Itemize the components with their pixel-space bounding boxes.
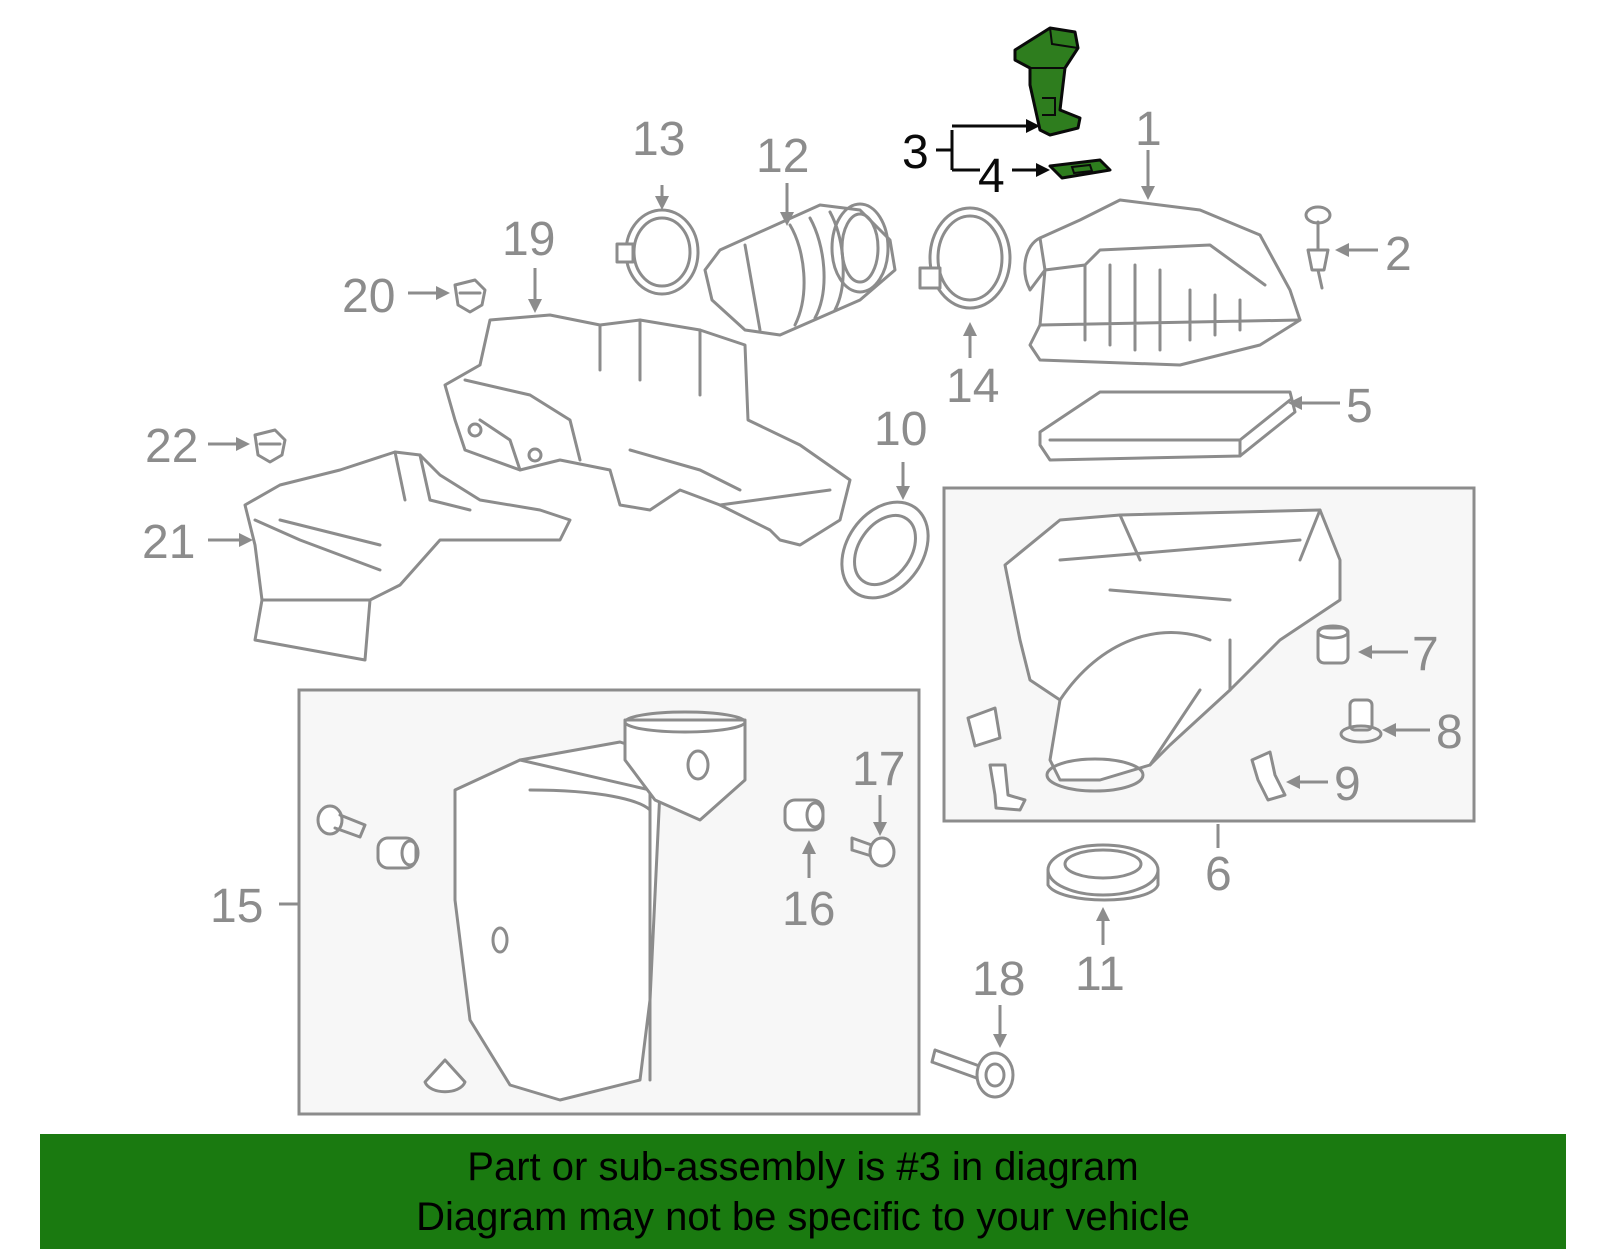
part-2-clip (1304, 205, 1332, 290)
box6-small-clips (966, 706, 1027, 812)
callout-18: 18 (972, 953, 1025, 1006)
part-18-bolt (930, 1048, 1015, 1099)
part-9-clip (1250, 750, 1287, 802)
part-21-resonator (243, 450, 572, 662)
part-16-grommet (783, 798, 825, 832)
callout-17: 17 (852, 743, 905, 796)
info-banner: Part or sub-assembly is #3 in diagram Di… (40, 1134, 1566, 1249)
banner-line-1: Part or sub-assembly is #3 in diagram (467, 1145, 1139, 1189)
callout-22: 22 (145, 420, 198, 473)
callout-4: 4 (978, 150, 1005, 203)
callout-20: 20 (342, 270, 395, 323)
callout-2: 2 (1385, 228, 1412, 281)
part-20-grommet (453, 278, 487, 314)
part-8-bushing (1339, 698, 1383, 744)
part-22-grommet (253, 428, 287, 464)
box15-grommet-left (376, 836, 420, 870)
part-17-bolt (850, 836, 896, 868)
callout-14: 14 (946, 360, 999, 413)
callout-10: 10 (874, 403, 927, 456)
callout-21: 21 (142, 516, 195, 569)
part-10-seal (840, 500, 930, 600)
callout-1: 1 (1135, 103, 1162, 156)
callout-16: 16 (782, 883, 835, 936)
callout-6: 6 (1205, 848, 1232, 901)
part-7-collar (1316, 624, 1350, 665)
part-11-seal (1046, 843, 1160, 902)
part-6-case (1003, 508, 1342, 793)
callout-12: 12 (756, 130, 809, 183)
banner-line-2: Diagram may not be specific to your vehi… (416, 1195, 1190, 1239)
callout-3: 3 (902, 126, 929, 179)
callout-7: 7 (1412, 628, 1439, 681)
callout-15: 15 (210, 880, 263, 933)
callout-11: 11 (1075, 948, 1125, 1001)
part-1-cover (1023, 198, 1302, 367)
callout-13: 13 (632, 113, 685, 166)
part-5-filter (1038, 390, 1297, 462)
part-4-highlighted[interactable] (1048, 158, 1112, 180)
callout-19: 19 (502, 213, 555, 266)
callout-5: 5 (1346, 380, 1373, 433)
callout-8: 8 (1436, 706, 1463, 759)
part-19-intake-duct (443, 313, 852, 547)
part-12-hose (703, 202, 897, 337)
part-13-clamp (615, 208, 700, 296)
callout-9: 9 (1334, 758, 1361, 811)
part-3-highlighted[interactable] (1013, 26, 1082, 137)
box15-screw-left (316, 804, 367, 839)
part-14-clamp (918, 206, 1012, 310)
part-15-resonator (423, 710, 747, 1102)
